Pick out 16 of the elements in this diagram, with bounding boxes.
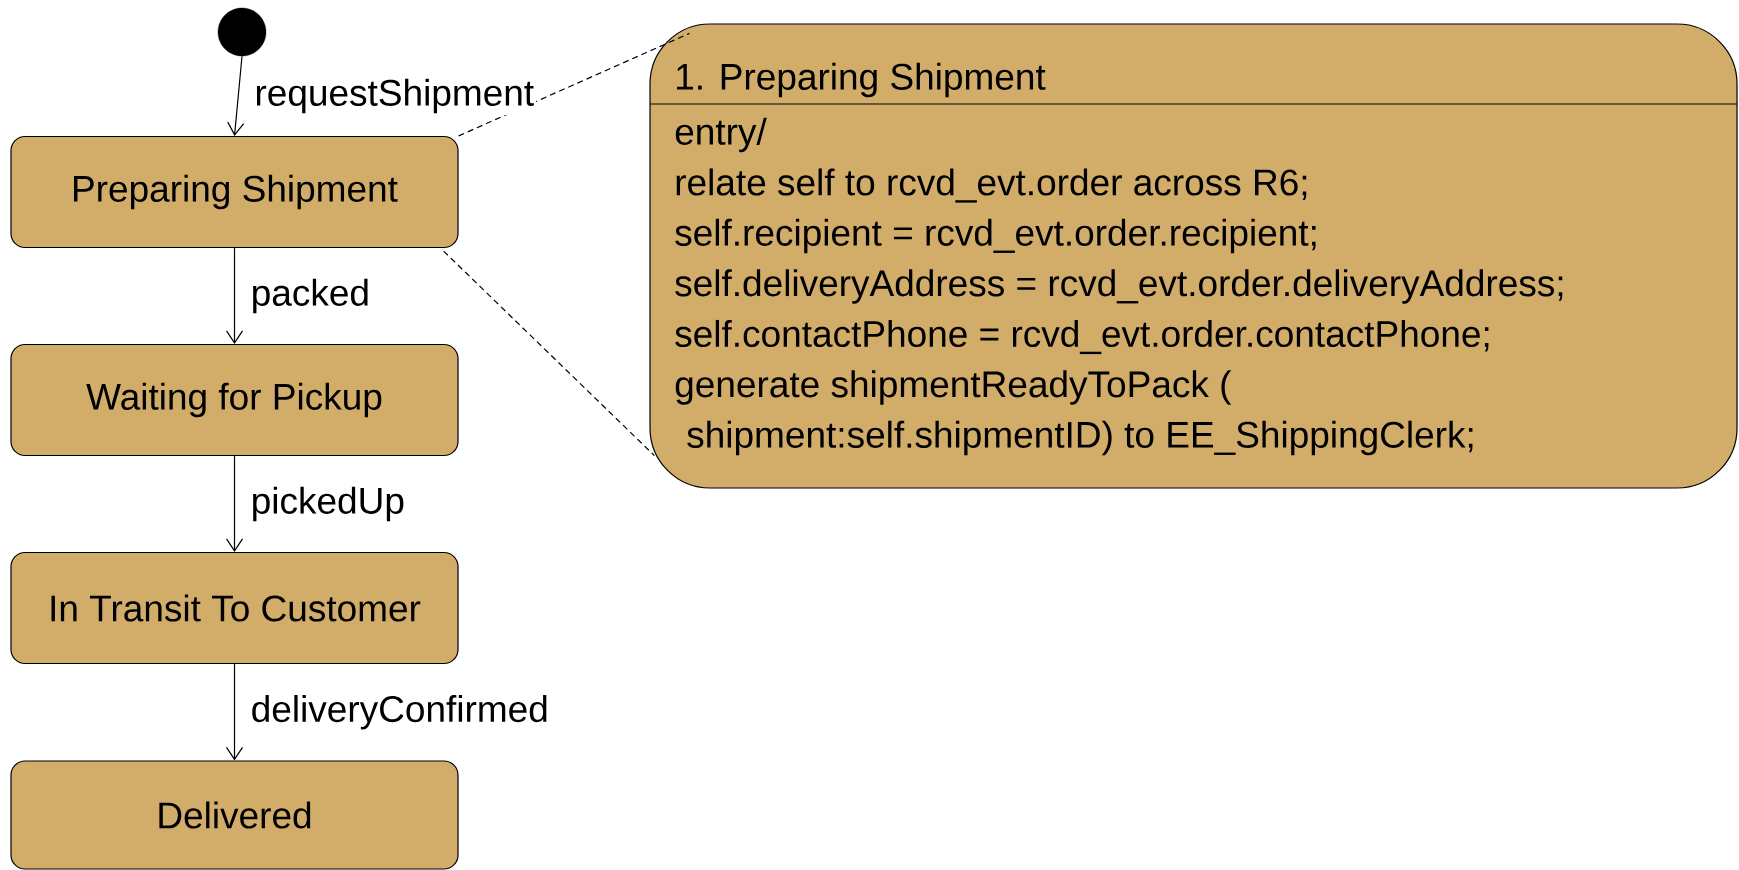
state-box: In Transit To Customer (10, 551, 459, 665)
dashed-line (458, 32, 690, 137)
transition-arrow (225, 247, 244, 344)
state-box: Delivered (10, 760, 459, 870)
edge-label: packed (248, 276, 372, 316)
transition-arrow (225, 663, 244, 761)
transition-arrow (225, 455, 244, 552)
edge-label: deliveryConfirmed (248, 693, 551, 732)
initial-state-dot (217, 7, 267, 57)
state-box: 1. Preparing Shipment entry/ relate self to rcvd_evt.order across R6; self.recipient = rcvd_evt.order.recipient; self.deliveryAddress = rcvd_evt.order.deliveryAddress; self.contactPhone = rcvd_evt.order.contactPhone; generate shipmentReadyToPack ( shipment:self.shipmentID) to EE_ShippingClerk; (649, 23, 1738, 489)
dashed-line (443, 250, 655, 457)
edge-label: pickedUp (248, 484, 407, 524)
edge-label: requestShipment (252, 76, 537, 116)
transition-arrow (227, 55, 245, 136)
state-box: Preparing Shipment (10, 135, 459, 249)
state-box: Waiting for Pickup (10, 343, 459, 457)
